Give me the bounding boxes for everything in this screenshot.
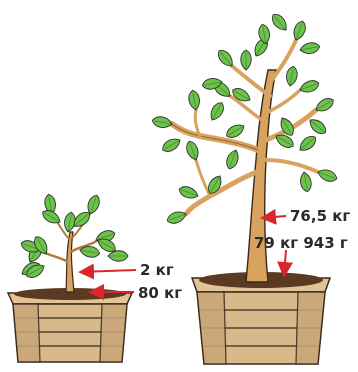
small-soil-mass-label: 80 кг	[138, 284, 182, 302]
small-pot	[8, 288, 132, 362]
big-tree-mass-callout: 76,5 кг	[262, 207, 350, 225]
small-tree-mass-label: 2 кг	[140, 261, 174, 279]
big-soil-mass-label: 79 кг 943 г	[254, 234, 348, 252]
small-tree-mass-callout: 2 кг	[80, 261, 174, 279]
big-pot	[192, 272, 330, 364]
big-tree-mass-label: 76,5 кг	[290, 207, 350, 225]
small-tree	[19, 193, 128, 292]
big-soil-mass-callout: 79 кг 943 г	[254, 234, 348, 276]
